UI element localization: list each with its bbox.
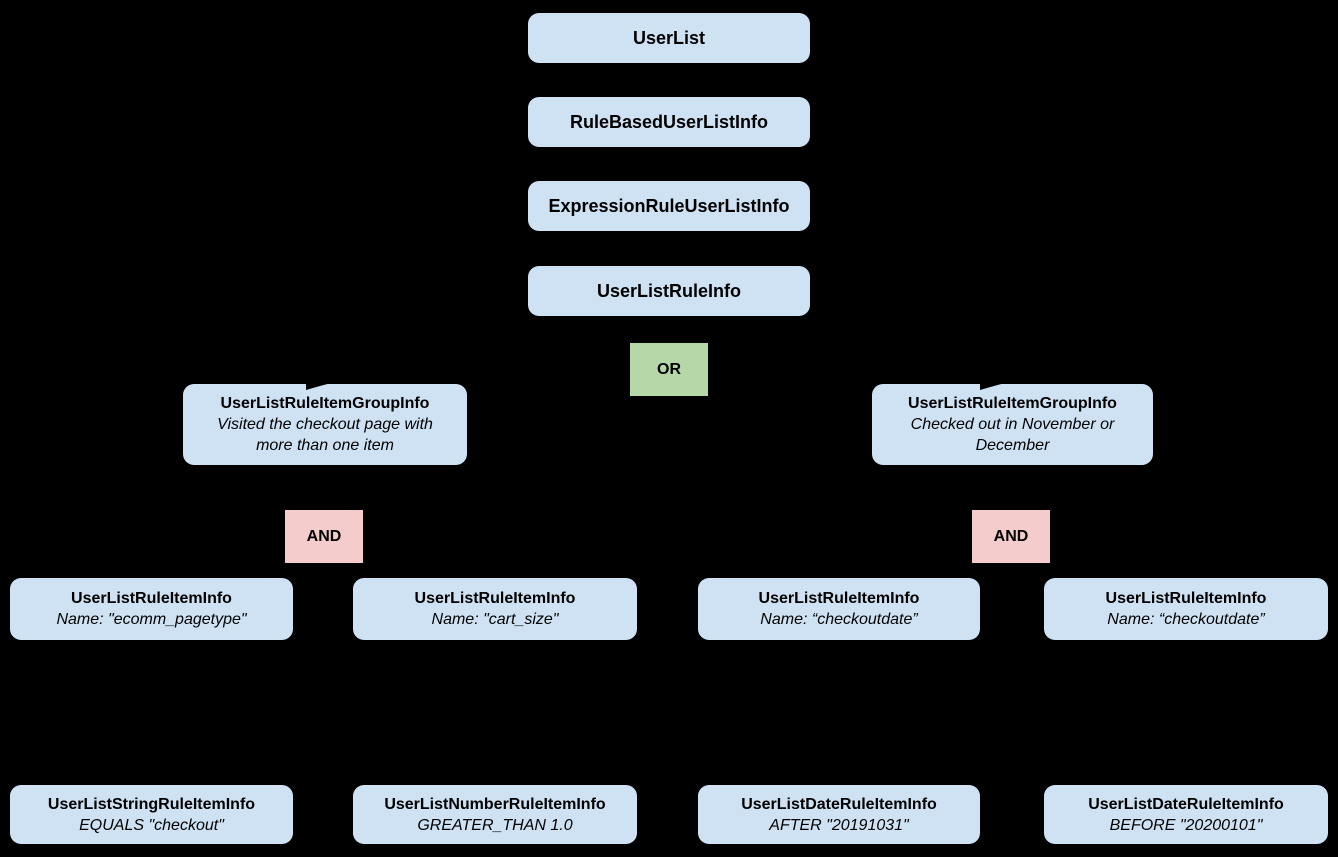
leaf-number-description: GREATER_THAN 1.0 [417, 816, 573, 834]
node-user-list-rule-info: UserListRuleInfo [528, 266, 810, 316]
node-rule-item-group-left: UserListRuleItemGroupInfo Visited the ch… [183, 384, 467, 465]
group-right-title: UserListRuleItemGroupInfo [908, 395, 1117, 412]
node-expression-rule-user-list-info: ExpressionRuleUserListInfo [528, 181, 810, 231]
node-rule-item-checkoutdate-2: UserListRuleItemInfo Name: “checkoutdate… [1044, 578, 1328, 640]
node-rule-item-checkoutdate-1: UserListRuleItemInfo Name: “checkoutdate… [698, 578, 980, 640]
leaf-string-title: UserListStringRuleItemInfo [47, 795, 256, 813]
node-and-operator-left: AND [285, 510, 363, 563]
arrowhead-icon [306, 374, 352, 390]
rule-item-2-title: UserListRuleItemInfo [414, 590, 576, 607]
group-left-description: Visited the checkout page with more than… [217, 416, 433, 454]
rule-item-1-description: Name: "ecomm_pagetype" [56, 611, 247, 628]
leaf-date-before-title: UserListDateRuleItemInfo [1088, 795, 1284, 813]
group-right-description: Checked out in November or December [910, 416, 1115, 454]
node-or-operator: OR [630, 343, 708, 396]
node-string-rule-item: UserListStringRuleItemInfo EQUALS "check… [10, 785, 293, 844]
and-left-label: AND [306, 527, 342, 545]
node-rule-based-user-list-info: RuleBasedUserListInfo [528, 97, 810, 147]
or-operator-label: OR [657, 360, 681, 378]
node-date-rule-item-after: UserListDateRuleItemInfo AFTER "20191031… [698, 785, 980, 844]
leaf-number-title: UserListNumberRuleItemInfo [384, 795, 606, 813]
rule-item-4-title: UserListRuleItemInfo [1105, 590, 1267, 607]
and-right-label: AND [993, 527, 1029, 545]
node-rule-item-cart-size: UserListRuleItemInfo Name: "cart_size" [353, 578, 637, 640]
node-number-rule-item: UserListNumberRuleItemInfo GREATER_THAN … [353, 785, 637, 844]
leaf-date-after-title: UserListDateRuleItemInfo [741, 795, 937, 813]
node-userlist: UserList [528, 13, 810, 63]
rule-item-3-title: UserListRuleItemInfo [758, 590, 920, 607]
rule-item-2-description: Name: "cart_size" [431, 611, 559, 628]
node-rule-item-group-right: UserListRuleItemGroupInfo Checked out in… [872, 384, 1153, 465]
leaf-date-after-description: AFTER "20191031" [769, 816, 909, 834]
rule-item-3-description: Name: “checkoutdate” [760, 611, 918, 628]
leaf-string-description: EQUALS "checkout" [79, 816, 224, 834]
node-userlist-label: UserList [632, 28, 706, 48]
rule-item-1-title: UserListRuleItemInfo [71, 590, 232, 607]
rule-item-4-description: Name: “checkoutdate” [1107, 611, 1265, 628]
node-rule-item-ecomm-pagetype: UserListRuleItemInfo Name: "ecomm_pagety… [10, 578, 293, 640]
node-and-operator-right: AND [972, 510, 1050, 563]
arrowhead-icon [980, 374, 1026, 390]
node-rule-based-user-list-info-label: RuleBasedUserListInfo [569, 112, 769, 132]
node-date-rule-item-before: UserListDateRuleItemInfo BEFORE "2020010… [1044, 785, 1328, 844]
leaf-date-before-description: BEFORE "20200101" [1109, 816, 1263, 834]
group-left-title: UserListRuleItemGroupInfo [220, 395, 430, 412]
node-user-list-rule-info-label: UserListRuleInfo [596, 281, 742, 301]
node-expression-rule-user-list-info-label: ExpressionRuleUserListInfo [548, 196, 790, 216]
